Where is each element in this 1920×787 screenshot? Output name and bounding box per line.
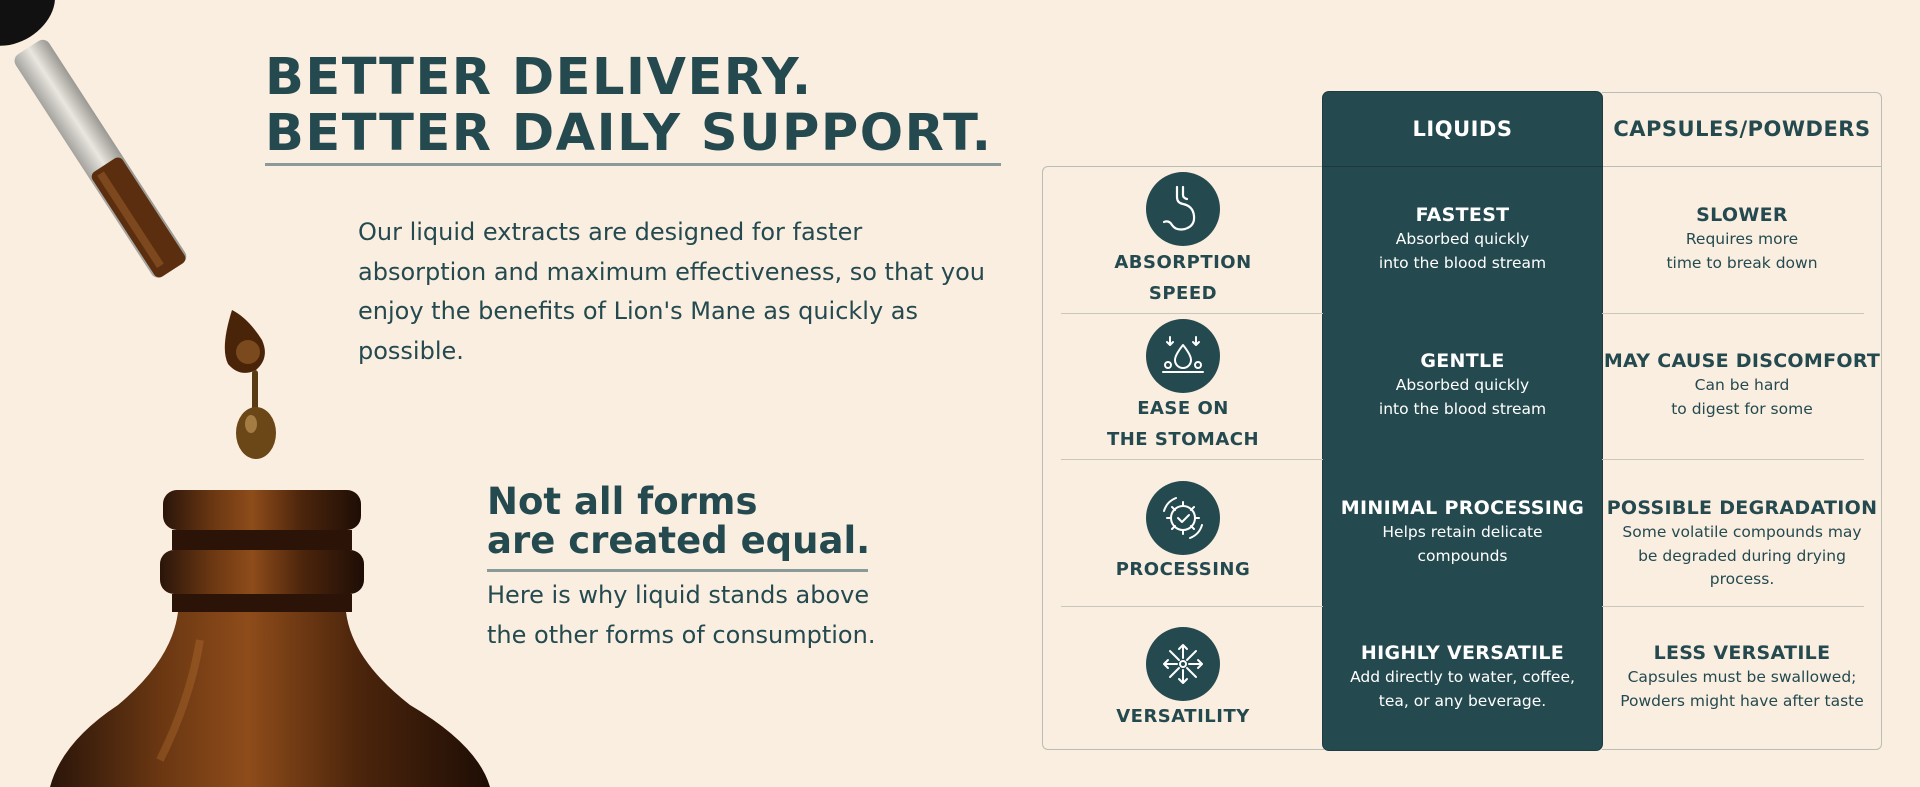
- cell-detail: Some volatile compounds may: [1622, 523, 1862, 541]
- capsules-cell-ease: MAY CAUSE DISCOMFORT Can be hard to dige…: [1602, 349, 1882, 421]
- headline-line-2: BETTER DAILY SUPPORT.: [265, 104, 993, 163]
- liquids-cell-processing: MINIMAL PROCESSING Helps retain delicate…: [1323, 496, 1602, 568]
- cell-title: MAY CAUSE DISCOMFORT: [1603, 350, 1881, 372]
- headline-underline: [265, 163, 1001, 166]
- cell-detail: into the blood stream: [1378, 399, 1547, 418]
- gentle-drop-icon: [1146, 319, 1220, 393]
- cell-detail: process.: [1709, 570, 1775, 588]
- row-divider: [1061, 313, 1323, 314]
- liquids-cell-absorption: FASTEST Absorbed quickly into the blood …: [1323, 203, 1602, 275]
- capsules-cell-processing: POSSIBLE DEGRADATION Some volatile compo…: [1602, 496, 1882, 592]
- row-divider: [1602, 459, 1864, 460]
- headline-line-1: BETTER DELIVERY.: [265, 48, 813, 107]
- feature-label-line: SPEED: [1148, 283, 1218, 304]
- cell-detail: Helps retain delicate: [1382, 523, 1543, 541]
- cell-detail: Powders might have after taste: [1620, 691, 1864, 710]
- cell-detail: Absorbed quickly: [1395, 376, 1530, 394]
- cell-title: SLOWER: [1696, 204, 1788, 226]
- cell-title: FASTEST: [1415, 204, 1510, 226]
- row-divider: [1602, 606, 1864, 607]
- cell-detail: time to break down: [1666, 253, 1818, 272]
- cell-detail: to digest for some: [1671, 399, 1813, 418]
- comparison-capsules-frame: [1602, 92, 1882, 750]
- liquids-cell-versatility: HIGHLY VERSATILE Add directly to water, …: [1323, 641, 1602, 713]
- feature-label-line: VERSATILITY: [1116, 706, 1250, 727]
- capsules-cell-versatility: LESS VERSATILE Capsules must be swallowe…: [1602, 641, 1882, 713]
- cell-detail: Requires more: [1685, 230, 1799, 248]
- subheading: Not all forms are created equal.: [487, 482, 870, 560]
- cell-detail: be degraded during drying: [1638, 546, 1846, 565]
- comparison-features-frame: [1042, 166, 1324, 750]
- subheading-underline: [487, 569, 868, 572]
- gear-check-icon: [1146, 481, 1220, 555]
- comparison-liquids-column: [1323, 92, 1602, 750]
- subheading-line-1: Not all forms: [487, 480, 758, 523]
- stomach-icon: [1146, 172, 1220, 246]
- feature-label-processing: PROCESSING: [1090, 554, 1276, 585]
- versatility-arrows-icon: [1146, 627, 1220, 701]
- capsules-cell-absorption: SLOWER Requires more time to break down: [1602, 203, 1882, 275]
- intro-paragraph: Our liquid extracts are designed for fas…: [358, 218, 985, 365]
- dropper-bottle-illustration: [0, 0, 490, 787]
- cell-detail: tea, or any beverage.: [1378, 691, 1547, 710]
- feature-label-line: PROCESSING: [1115, 559, 1251, 580]
- capsules-header-divider: [1602, 166, 1882, 167]
- cell-detail: Add directly to water, coffee,: [1350, 668, 1575, 686]
- cell-detail: Can be hard: [1694, 376, 1790, 394]
- feature-label-line: THE STOMACH: [1106, 429, 1260, 450]
- feature-label-absorption: ABSORPTION SPEED: [1090, 247, 1276, 309]
- feature-label-line: EASE ON: [1137, 398, 1229, 419]
- cell-detail: Capsules must be swallowed;: [1627, 668, 1857, 686]
- cell-title: GENTLE: [1420, 350, 1505, 372]
- cell-detail: into the blood stream: [1378, 253, 1547, 272]
- liquids-header-divider: [1323, 166, 1602, 167]
- row-divider: [1061, 606, 1323, 607]
- feature-label-ease: EASE ON THE STOMACH: [1090, 393, 1276, 455]
- column-header-liquids: LIQUIDS: [1412, 117, 1513, 141]
- cell-title: LESS VERSATILE: [1653, 642, 1831, 664]
- feature-label-versatility: VERSATILITY: [1090, 701, 1276, 732]
- row-divider: [1602, 313, 1864, 314]
- cell-title: HIGHLY VERSATILE: [1360, 642, 1565, 664]
- row-divider: [1061, 459, 1323, 460]
- subheading-line-2: are created equal.: [487, 519, 871, 562]
- cell-detail: compounds: [1417, 546, 1508, 565]
- subheading-body: Here is why liquid stands above the othe…: [487, 581, 876, 649]
- cell-title: MINIMAL PROCESSING: [1340, 497, 1585, 519]
- cell-title: POSSIBLE DEGRADATION: [1606, 497, 1878, 519]
- column-header-capsules: CAPSULES/POWDERS: [1613, 117, 1871, 141]
- headline: BETTER DELIVERY. BETTER DAILY SUPPORT.: [265, 50, 993, 162]
- liquids-cell-ease: GENTLE Absorbed quickly into the blood s…: [1323, 349, 1602, 421]
- cell-detail: Absorbed quickly: [1395, 230, 1530, 248]
- feature-label-line: ABSORPTION: [1114, 252, 1252, 273]
